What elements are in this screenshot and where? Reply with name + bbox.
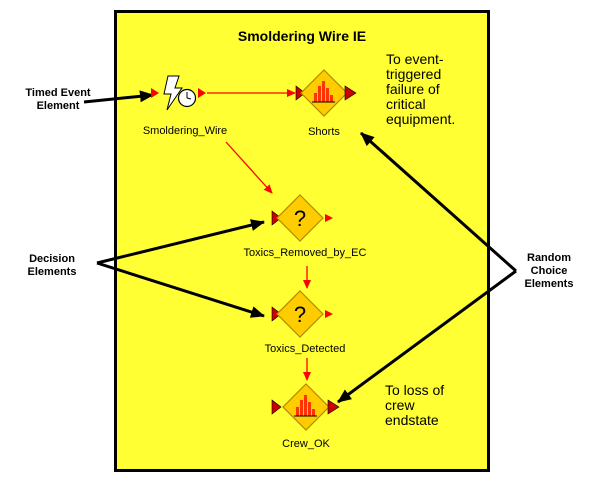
note-crew: To loss of crew endstate [385, 382, 445, 428]
output-port-icon [325, 214, 333, 222]
callout-arrow-decision-1 [96, 219, 265, 265]
node-label-shorts: Shorts [308, 126, 340, 138]
lightning-icon [163, 75, 183, 111]
callout-decision: Decision Elements [27, 253, 77, 278]
callout-arrow-random-2 [337, 269, 517, 404]
output-port-icon [344, 85, 357, 101]
question-icon: ? [294, 206, 306, 231]
node-crew-ok[interactable] [271, 383, 340, 431]
note-shorts: To event- triggered failure of critical … [386, 51, 456, 127]
node-label-toxics-removed: Toxics_Removed_by_EC [243, 247, 367, 259]
input-port-icon [151, 88, 159, 98]
flow-wire-to-toxics-removed [225, 141, 273, 194]
input-port-icon [271, 399, 282, 415]
histogram-icon [312, 81, 335, 103]
node-label-crew-ok: Crew_OK [282, 438, 330, 450]
node-label-toxics-detected: Toxics_Detected [264, 343, 346, 355]
output-port-icon [325, 310, 333, 318]
question-icon: ? [294, 302, 306, 327]
callout-random-choice: Random Choice Elements [524, 252, 574, 290]
node-smoldering-wire[interactable] [151, 75, 206, 111]
node-label-smoldering-wire: Smoldering_Wire [142, 125, 228, 137]
node-shorts[interactable] [295, 69, 357, 117]
node-toxics-detected[interactable]: ? [271, 290, 333, 338]
diagram-title: Smoldering Wire IE [237, 28, 367, 44]
callout-arrow-random-1 [360, 131, 517, 273]
callout-timed-event: Timed Event Element [25, 87, 91, 112]
callout-arrow-decision-2 [96, 261, 265, 318]
decision-diamond [276, 290, 324, 338]
output-port-icon [327, 399, 340, 415]
histogram-icon [294, 395, 317, 417]
node-toxics-removed[interactable]: ? [271, 194, 333, 242]
decision-diamond [276, 194, 324, 242]
output-port-icon [198, 88, 206, 98]
callout-arrow-timed-event [83, 90, 154, 104]
